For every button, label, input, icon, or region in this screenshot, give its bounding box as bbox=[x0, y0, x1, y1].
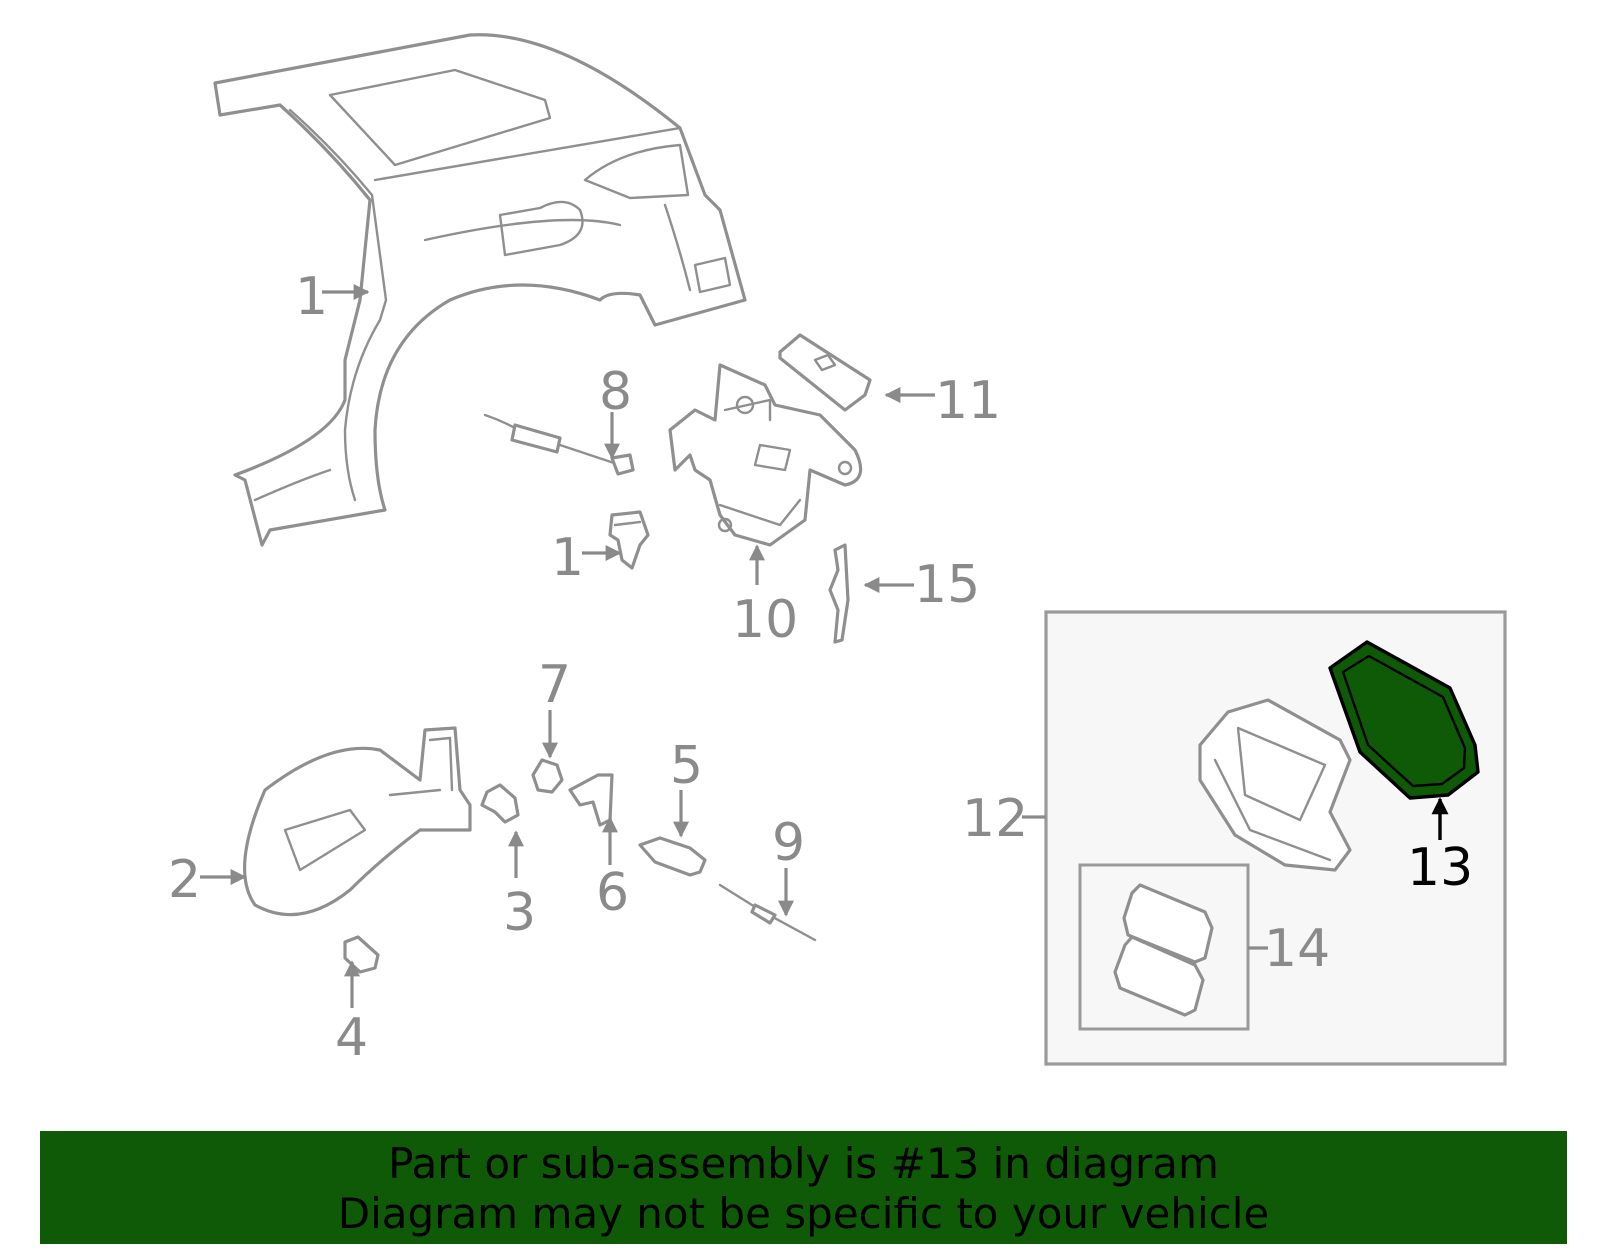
callout-10: 10 bbox=[732, 590, 798, 650]
banner-line-1: Part or sub-assembly is #13 in diagram bbox=[388, 1139, 1219, 1188]
cable-part bbox=[718, 883, 817, 942]
pad-parts bbox=[1113, 883, 1214, 1017]
release-cable-part bbox=[483, 413, 635, 476]
callout-6: 6 bbox=[596, 863, 629, 923]
callout-8: 8 bbox=[599, 362, 632, 422]
bolt-part bbox=[480, 783, 520, 824]
callout-7: 7 bbox=[538, 655, 571, 715]
door-hinge-part bbox=[668, 363, 863, 547]
callout-9: 9 bbox=[772, 813, 805, 873]
spring-clip-part bbox=[568, 773, 614, 827]
callout-2: 2 bbox=[168, 850, 201, 910]
callout-4: 4 bbox=[335, 1008, 368, 1068]
callout-14: 14 bbox=[1264, 919, 1330, 979]
filler-housing-part bbox=[1198, 698, 1352, 872]
bracket-plate-part bbox=[778, 333, 872, 412]
info-banner: Part or sub-assembly is #13 in diagram D… bbox=[40, 1131, 1567, 1244]
seal-strip-part bbox=[828, 543, 850, 644]
callout-arrows bbox=[200, 284, 1449, 1008]
callout-1b: 1 bbox=[551, 528, 584, 588]
callout-1a: 1 bbox=[295, 267, 328, 327]
quarter-panel-part bbox=[213, 33, 747, 547]
clip-part bbox=[608, 510, 650, 570]
nut-part bbox=[531, 758, 564, 794]
callout-3: 3 bbox=[503, 883, 536, 943]
callout-13-highlighted: 13 bbox=[1407, 838, 1473, 898]
callout-12: 12 bbox=[962, 789, 1028, 849]
callout-11: 11 bbox=[935, 371, 1001, 431]
callout-5: 5 bbox=[670, 736, 703, 796]
actuator-part bbox=[638, 836, 707, 877]
bumper-part bbox=[343, 935, 380, 974]
callout-15: 15 bbox=[914, 555, 980, 615]
banner-line-2: Diagram may not be specific to your vehi… bbox=[337, 1189, 1270, 1238]
fuel-door-part bbox=[242, 726, 472, 917]
gasket-part-highlighted bbox=[1328, 640, 1480, 800]
